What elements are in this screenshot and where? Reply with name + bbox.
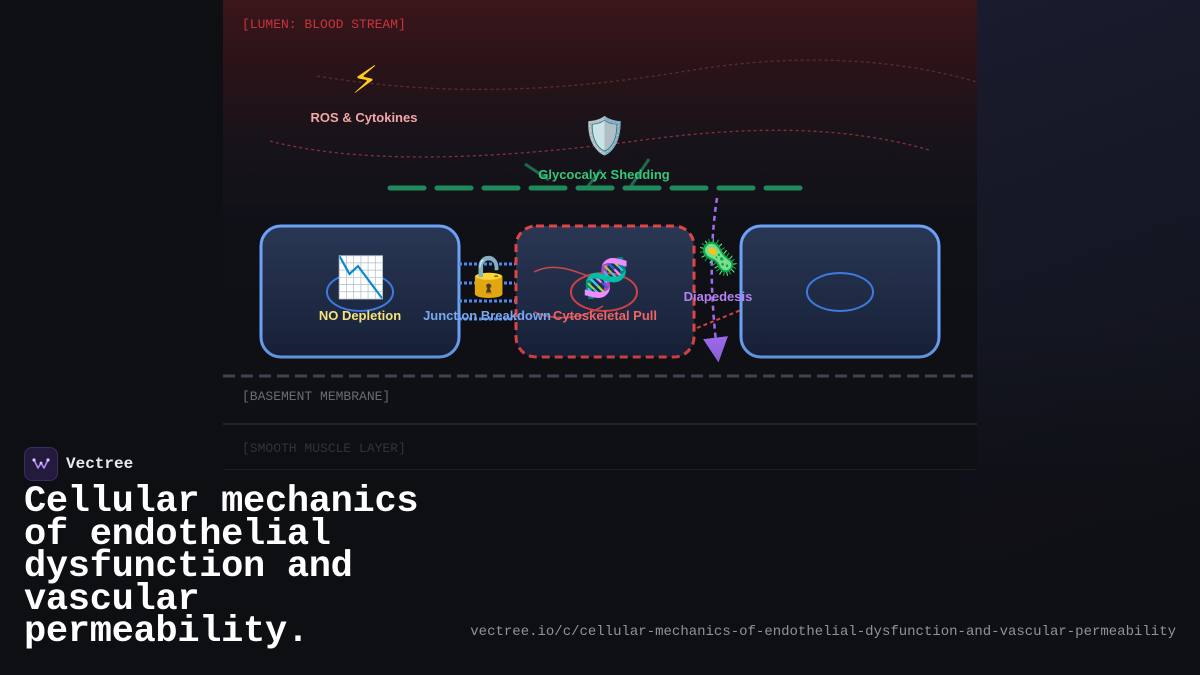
diapedesis-label: Diapedesis bbox=[683, 289, 753, 304]
glycocalyx-fragment bbox=[586, 169, 603, 187]
cytoskeletal-pull-label: Cytoskeletal Pull bbox=[552, 308, 658, 323]
no-depletion-label: NO Depletion bbox=[318, 308, 402, 323]
dna-icon: 🧬 bbox=[582, 256, 630, 300]
smooth-muscle-divider bbox=[223, 469, 977, 470]
glycocalyx-shedding-label: Glycocalyx Shedding bbox=[538, 167, 670, 182]
source-url[interactable]: vectree.io/c/cellular-mechanics-of-endot… bbox=[470, 624, 1176, 640]
diagram-canvas bbox=[223, 59, 977, 378]
basement-membrane-label: [BASEMENT MEMBRANE] bbox=[242, 389, 391, 404]
glycocalyx-fragment bbox=[629, 158, 651, 187]
glycocalyx-fragment bbox=[524, 162, 550, 182]
flow-streamline-lower bbox=[269, 129, 930, 158]
brand[interactable]: Vectree bbox=[24, 447, 133, 481]
ros-cytokines-label: ROS & Cytokines bbox=[310, 110, 418, 125]
leakage-path bbox=[696, 309, 742, 329]
junction-breakdown-label: Junction Breakdown bbox=[423, 308, 551, 323]
lumen-label: [LUMEN: BLOOD STREAM] bbox=[242, 17, 406, 32]
chart-decreasing-icon: 📉 bbox=[336, 255, 386, 301]
endothelial-cell-stressed bbox=[514, 224, 696, 359]
vectree-logo-icon bbox=[24, 447, 58, 481]
background-right-panel bbox=[960, 0, 1200, 675]
microbe-icon: 🦠 bbox=[697, 238, 740, 278]
endothelial-cell-right bbox=[739, 224, 941, 359]
shield-icon: 🛡️ bbox=[582, 116, 627, 157]
nucleus-left bbox=[326, 272, 394, 312]
brand-name: Vectree bbox=[66, 455, 134, 473]
unlocked-padlock-icon: 🔓 bbox=[465, 255, 513, 299]
lightning-icon: ⚡ bbox=[351, 58, 379, 102]
actin-fiber-lower bbox=[533, 305, 604, 319]
page-title: Cellular mechanics of endothelial dysfun… bbox=[24, 481, 419, 653]
smooth-muscle-label: [SMOOTH MUSCLE LAYER] bbox=[242, 441, 406, 456]
nucleus-stressed bbox=[570, 272, 638, 312]
vessel-cross-section: [LUMEN: BLOOD STREAM] bbox=[223, 0, 977, 470]
basement-divider bbox=[223, 423, 977, 425]
flow-streamline-upper bbox=[316, 59, 977, 91]
nucleus-right bbox=[806, 272, 874, 312]
actin-fiber-upper bbox=[533, 266, 594, 279]
